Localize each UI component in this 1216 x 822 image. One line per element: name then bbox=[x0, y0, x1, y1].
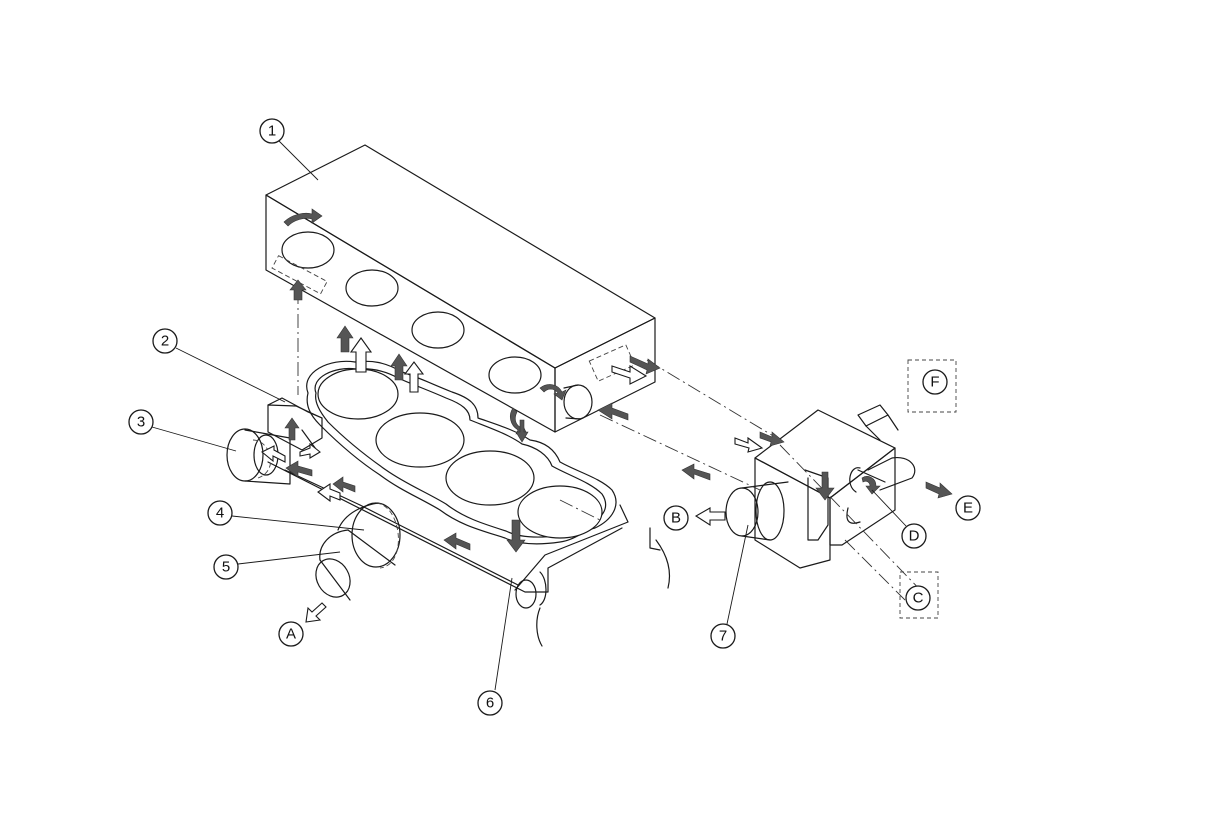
arrow-head-out-dark bbox=[629, 355, 661, 375]
svg-text:3: 3 bbox=[137, 414, 145, 431]
callout-5: 5 bbox=[213, 554, 239, 580]
arrow-to-heater bbox=[759, 431, 785, 447]
callout-C: C bbox=[905, 585, 931, 611]
head-port-2 bbox=[345, 269, 399, 307]
callout-1: 1 bbox=[259, 118, 285, 144]
arrow-up-4 bbox=[390, 353, 408, 381]
flow-centerlines bbox=[297, 290, 931, 601]
callout-E: E bbox=[955, 495, 981, 521]
arrow-to-heater-light bbox=[734, 436, 764, 453]
callout-B: B bbox=[663, 505, 689, 531]
arrow-B bbox=[694, 507, 726, 527]
arrow-right-small bbox=[299, 442, 321, 459]
arrow-return-2 bbox=[681, 463, 711, 481]
callout-6: 6 bbox=[477, 690, 503, 716]
arrow-curve-1 bbox=[539, 384, 567, 401]
svg-text:4: 4 bbox=[216, 505, 224, 522]
arrow-left-3 bbox=[443, 532, 471, 551]
arrow-head-top bbox=[283, 208, 323, 227]
arrow-up-3 bbox=[349, 337, 373, 373]
arrow-return-1 bbox=[597, 402, 629, 421]
callout-3: 3 bbox=[128, 409, 154, 435]
arrow-up-2 bbox=[336, 325, 354, 353]
svg-text:1: 1 bbox=[268, 123, 276, 140]
leader-lines bbox=[151, 139, 907, 691]
arrow-up-5 bbox=[403, 361, 425, 393]
svg-text:6: 6 bbox=[486, 695, 494, 712]
arrow-A bbox=[305, 602, 327, 623]
arrow-D bbox=[861, 476, 881, 495]
arrow-down-small bbox=[515, 419, 529, 443]
callout-F: F bbox=[922, 369, 948, 395]
heater-unit bbox=[725, 404, 916, 569]
svg-text:D: D bbox=[909, 528, 920, 545]
svg-text:5: 5 bbox=[222, 559, 230, 576]
svg-text:E: E bbox=[963, 500, 973, 517]
cylinder-head bbox=[265, 144, 656, 433]
arrow-up-1 bbox=[289, 279, 307, 301]
head-port-3 bbox=[411, 311, 465, 349]
head-port-1 bbox=[281, 231, 335, 269]
arrow-down-block bbox=[506, 519, 526, 553]
arrow-E bbox=[925, 481, 953, 499]
svg-text:A: A bbox=[286, 626, 296, 643]
arrow-head-out-light bbox=[611, 365, 648, 385]
arrow-left-2 bbox=[332, 476, 356, 493]
svg-text:2: 2 bbox=[161, 333, 169, 350]
callout-7: 7 bbox=[710, 623, 736, 649]
arrow-left-4 bbox=[285, 460, 313, 478]
flow-arrows bbox=[260, 208, 953, 623]
svg-text:F: F bbox=[930, 374, 939, 391]
svg-text:7: 7 bbox=[719, 628, 727, 645]
svg-text:B: B bbox=[671, 510, 681, 527]
arrow-left-1 bbox=[317, 482, 341, 503]
arrow-up-thermo bbox=[284, 417, 300, 441]
svg-text:C: C bbox=[913, 590, 924, 607]
callout-D: D bbox=[901, 523, 927, 549]
callout-2: 2 bbox=[152, 328, 178, 354]
callout-4: 4 bbox=[207, 500, 233, 526]
box-F bbox=[907, 359, 957, 413]
head-port-4 bbox=[488, 356, 542, 394]
arrow-left-5 bbox=[260, 445, 286, 463]
head-outlet-pipe bbox=[563, 384, 593, 420]
block-water-jacket-end bbox=[515, 579, 537, 609]
arrow-heater-down bbox=[815, 471, 835, 501]
head-gasket bbox=[306, 360, 617, 545]
callout-A: A bbox=[278, 621, 304, 647]
